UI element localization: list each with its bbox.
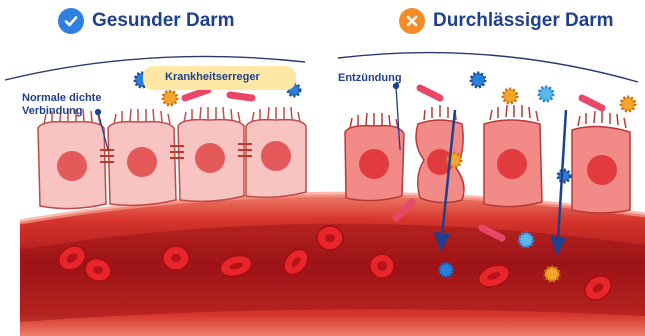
virus-light-blue [539,87,553,101]
inflamed-cell [345,113,404,201]
bacterium [230,95,252,98]
virus-light-blue [519,233,533,247]
title-leaky: Durchlässiger Darm [399,8,614,34]
label-pathogens-text: Krankheitserreger [165,71,260,84]
healthy-cells [38,107,306,209]
inflamed-cell [484,105,542,207]
virus-orange [621,97,635,111]
check-icon [58,8,84,34]
healthy-cell [246,107,306,197]
title-healthy: Gesunder Darm [58,8,235,34]
cross-icon [399,8,425,34]
virus-blue [471,73,485,87]
label-tight-junction: Normale dichte Verbindung [22,92,101,118]
label-pathogens: Krankheitserreger [143,66,296,90]
title-healthy-text: Gesunder Darm [92,10,235,32]
virus-blue [558,170,570,182]
virus-orange [503,89,517,103]
virus-orange [545,267,559,281]
bacterium [582,98,602,108]
healthy-cell [178,107,244,201]
virus-blue [439,263,453,277]
inflamed-cell [572,111,630,213]
title-leaky-text: Durchlässiger Darm [433,10,614,32]
healthy-cell [38,109,106,209]
label-inflammation: Entzündung [338,72,402,85]
leaky-cells [345,105,630,213]
virus-orange [163,91,177,105]
healthy-cell [108,109,176,205]
bacterium [420,88,440,98]
label-tight-junction-line2: Verbindung [22,105,101,118]
bacterium [185,90,208,98]
label-tight-junction-line1: Normale dichte [22,92,101,105]
